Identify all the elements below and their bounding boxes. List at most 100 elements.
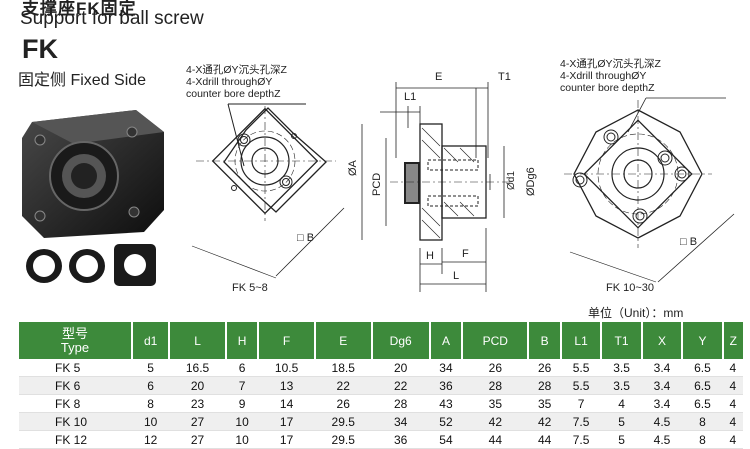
- row-type: FK 5: [19, 359, 132, 377]
- right-dim-b: □ B: [680, 236, 698, 248]
- col-header: Y: [682, 322, 724, 359]
- row-type: FK 12: [19, 430, 132, 449]
- cell: 18.5: [314, 359, 372, 377]
- col-header: X: [641, 322, 684, 359]
- col-header: F: [258, 322, 316, 359]
- cell: 22: [314, 376, 372, 395]
- cell: 34: [371, 412, 430, 431]
- cell: 44: [528, 430, 561, 449]
- cell: 10: [132, 412, 170, 431]
- cell: 20: [169, 376, 226, 395]
- left-range-label: FK 5~8: [232, 282, 268, 294]
- right-note-line1: 4-X通孔ØY沉头孔深Z: [560, 58, 661, 70]
- cell: 5.5: [560, 359, 602, 377]
- product-photo: [22, 110, 164, 286]
- cell: 6.5: [682, 376, 723, 395]
- cell: 17: [258, 430, 315, 449]
- cell: 27: [169, 430, 226, 449]
- cell: 43: [429, 394, 463, 413]
- cell: 26: [528, 359, 561, 377]
- cell: 7.5: [560, 412, 602, 431]
- cell: 4: [722, 430, 743, 449]
- cell: 36: [371, 430, 430, 449]
- col-header: H: [225, 322, 260, 359]
- cell: 4.5: [641, 430, 683, 449]
- cell: 4.5: [641, 412, 683, 431]
- cell: 20: [371, 359, 430, 377]
- cell: 44: [462, 430, 529, 449]
- cell: 8: [682, 412, 723, 431]
- cell: 17: [258, 412, 315, 431]
- dim-e: E: [435, 71, 443, 83]
- header-cut-text: 支撑座FK固定: [22, 0, 137, 18]
- cell: 22: [371, 376, 430, 395]
- dim-d1: Ød1: [506, 171, 517, 190]
- col-header: PCD: [462, 322, 530, 359]
- cell: 35: [528, 394, 561, 413]
- cell: 4: [722, 394, 743, 413]
- cell: 5.5: [560, 376, 602, 395]
- cell: 3.5: [601, 376, 642, 395]
- cell: 36: [429, 376, 463, 395]
- cell: 52: [429, 412, 463, 431]
- col-header: L1: [560, 322, 603, 359]
- cell: 10: [225, 430, 259, 449]
- dim-h: H: [426, 250, 434, 262]
- cell: 9: [225, 394, 259, 413]
- row-type: FK 8: [19, 394, 132, 413]
- side-label: 固定侧 Fixed Side: [18, 72, 147, 89]
- col-header: d1: [132, 322, 171, 359]
- dim-pcd: PCD: [371, 172, 383, 196]
- page-title: Support for ball screw: [20, 8, 204, 29]
- cell: 4: [722, 359, 743, 377]
- cell: 28: [528, 376, 561, 395]
- cell: 3.4: [641, 376, 683, 395]
- cell: 16.5: [169, 359, 226, 377]
- cell: 5: [601, 412, 642, 431]
- left-front-drawing: [191, 103, 345, 279]
- cell: 4: [722, 376, 743, 395]
- unit-label: 单位（Unit）：mm: [588, 306, 684, 320]
- table-header-row: 型号 Type d1 L H F E Dg6 A PCD B L1 T1 X Y…: [19, 322, 743, 359]
- cell: 26: [462, 359, 529, 377]
- cell: 54: [429, 430, 463, 449]
- row-type: FK 10: [19, 412, 132, 431]
- table-row: FK 8 8 23 9 14 26 28 43 35 35 7 4 3.4 6.…: [19, 394, 743, 413]
- cell: 27: [169, 412, 226, 431]
- cell: 42: [462, 412, 529, 431]
- cell: 4: [722, 412, 743, 431]
- col-header: E: [314, 322, 373, 359]
- cell: 7: [560, 394, 602, 413]
- cell: 7.5: [560, 430, 602, 449]
- cell: 42: [528, 412, 561, 431]
- table-row: FK 6 6 20 7 13 22 22 36 28 28 5.5 3.5 3.…: [19, 376, 743, 395]
- cell: 5: [132, 359, 170, 377]
- right-front-drawing: [564, 97, 735, 283]
- col-header: L: [169, 322, 227, 359]
- cell: 23: [169, 394, 226, 413]
- cell: 7: [225, 376, 259, 395]
- dim-l1: L1: [404, 91, 417, 103]
- cell: 13: [258, 376, 315, 395]
- right-note-line3: counter bore depthZ: [560, 82, 655, 94]
- table-row: FK 10 10 27 10 17 29.5 34 52 42 42 7.5 5…: [19, 412, 743, 431]
- cell: 35: [462, 394, 529, 413]
- cell: 6.5: [682, 394, 723, 413]
- side-section-drawing: [361, 82, 510, 292]
- cell: 3.4: [641, 359, 683, 377]
- cell: 3.4: [641, 394, 683, 413]
- left-note-line3: counter bore depthZ: [186, 88, 281, 100]
- col-type-cn: 型号: [61, 325, 88, 341]
- dim-f: F: [462, 248, 469, 260]
- cell: 29.5: [314, 412, 372, 431]
- dim-a: ØA: [347, 160, 359, 176]
- cell: 28: [462, 376, 529, 395]
- cell: 10: [225, 412, 259, 431]
- dim-l: L: [453, 270, 460, 282]
- cell: 8: [132, 394, 170, 413]
- cell: 3.5: [601, 359, 642, 377]
- cell: 26: [314, 394, 372, 413]
- cell: 29.5: [314, 430, 372, 449]
- col-header: T1: [601, 322, 643, 359]
- dim-dg6: ØDg6: [525, 167, 537, 196]
